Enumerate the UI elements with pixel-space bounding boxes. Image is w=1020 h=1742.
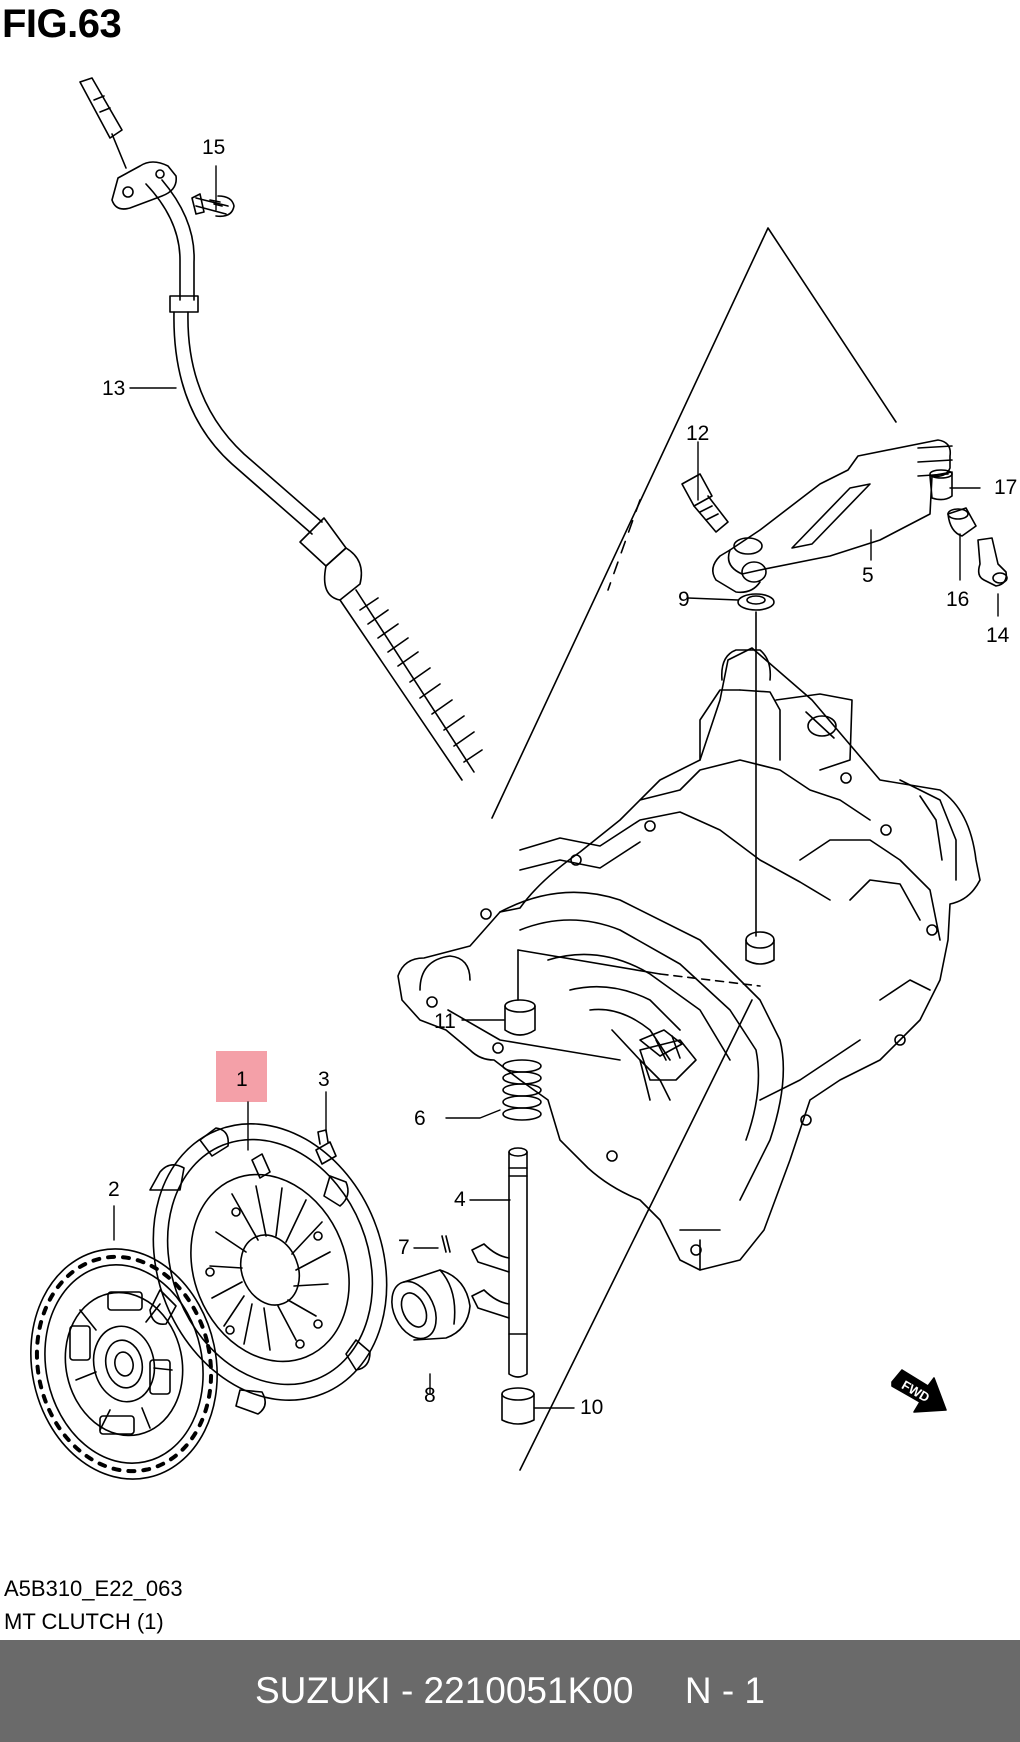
clutch-cover-1-part — [149, 1123, 388, 1415]
bushing-16-part — [947, 507, 977, 537]
bolt-3-part — [315, 1129, 337, 1165]
exploded-parts-diagram: FWD 1 2 3 4 5 6 7 8 9 10 11 12 13 14 — [30, 77, 1017, 1480]
clutch-cable-part — [79, 77, 483, 781]
transmission-case-part — [397, 647, 981, 1271]
callout-labels: 1 2 3 4 5 6 7 8 9 10 11 12 13 14 15 16 1… — [102, 136, 1017, 1419]
fwd-arrow-icon: FWD — [891, 1369, 947, 1413]
callout-1-highlight — [216, 1051, 267, 1102]
callout-5: 5 — [862, 564, 874, 587]
callout-11: 11 — [434, 1010, 456, 1033]
figure-caption: MT CLUTCH (1) — [4, 1609, 164, 1634]
cable-end-14-part — [977, 537, 1008, 587]
callout-16: 16 — [946, 588, 969, 611]
assembly-lower-line — [519, 999, 753, 1471]
cushion-17-part — [929, 469, 953, 501]
pin-7-part — [441, 1235, 451, 1253]
clutch-disc-2-part — [30, 1248, 218, 1480]
assembly-triangle-left — [491, 227, 897, 819]
footer-bar: SUZUKI - 2210051K00 N - 1 — [0, 1640, 1020, 1742]
release-bearing-8-part — [391, 1269, 471, 1341]
bushing-11-part — [504, 999, 536, 1036]
assembly-line-mid — [517, 949, 661, 975]
callout-13: 13 — [102, 377, 125, 400]
callout-10: 10 — [580, 1396, 603, 1419]
figure-title: FIG.63 — [2, 2, 122, 46]
callout-7: 7 — [398, 1236, 410, 1259]
callout-4: 4 — [454, 1188, 466, 1211]
assembly-dash-mid — [659, 973, 761, 987]
callout-14: 14 — [986, 624, 1010, 647]
assembly-dash-center — [607, 499, 641, 591]
bolt-12-part — [681, 473, 729, 533]
reference-code: A5B310_E22_063 — [4, 1576, 183, 1601]
callout-6: 6 — [414, 1107, 426, 1130]
seal-9-part — [737, 593, 775, 611]
callout-9: 9 — [678, 588, 690, 611]
leader-lines — [113, 165, 999, 1409]
callout-1: 1 — [236, 1068, 248, 1091]
callout-8: 8 — [424, 1384, 436, 1407]
callout-2: 2 — [108, 1178, 120, 1201]
callout-3: 3 — [318, 1068, 330, 1091]
shaft-4-part — [471, 1147, 528, 1378]
footer-text: SUZUKI - 2210051K00 N - 1 — [254, 1670, 765, 1711]
release-lever-part — [712, 439, 953, 594]
bushing-10-part — [501, 1387, 535, 1425]
bolt-15-part — [191, 193, 235, 218]
callout-12: 12 — [686, 422, 709, 445]
callout-15: 15 — [202, 136, 225, 159]
cable-threads — [359, 597, 483, 763]
spring-6-part — [502, 1059, 542, 1121]
diaphragm-fingers — [209, 1185, 331, 1351]
callout-17: 17 — [994, 476, 1017, 499]
